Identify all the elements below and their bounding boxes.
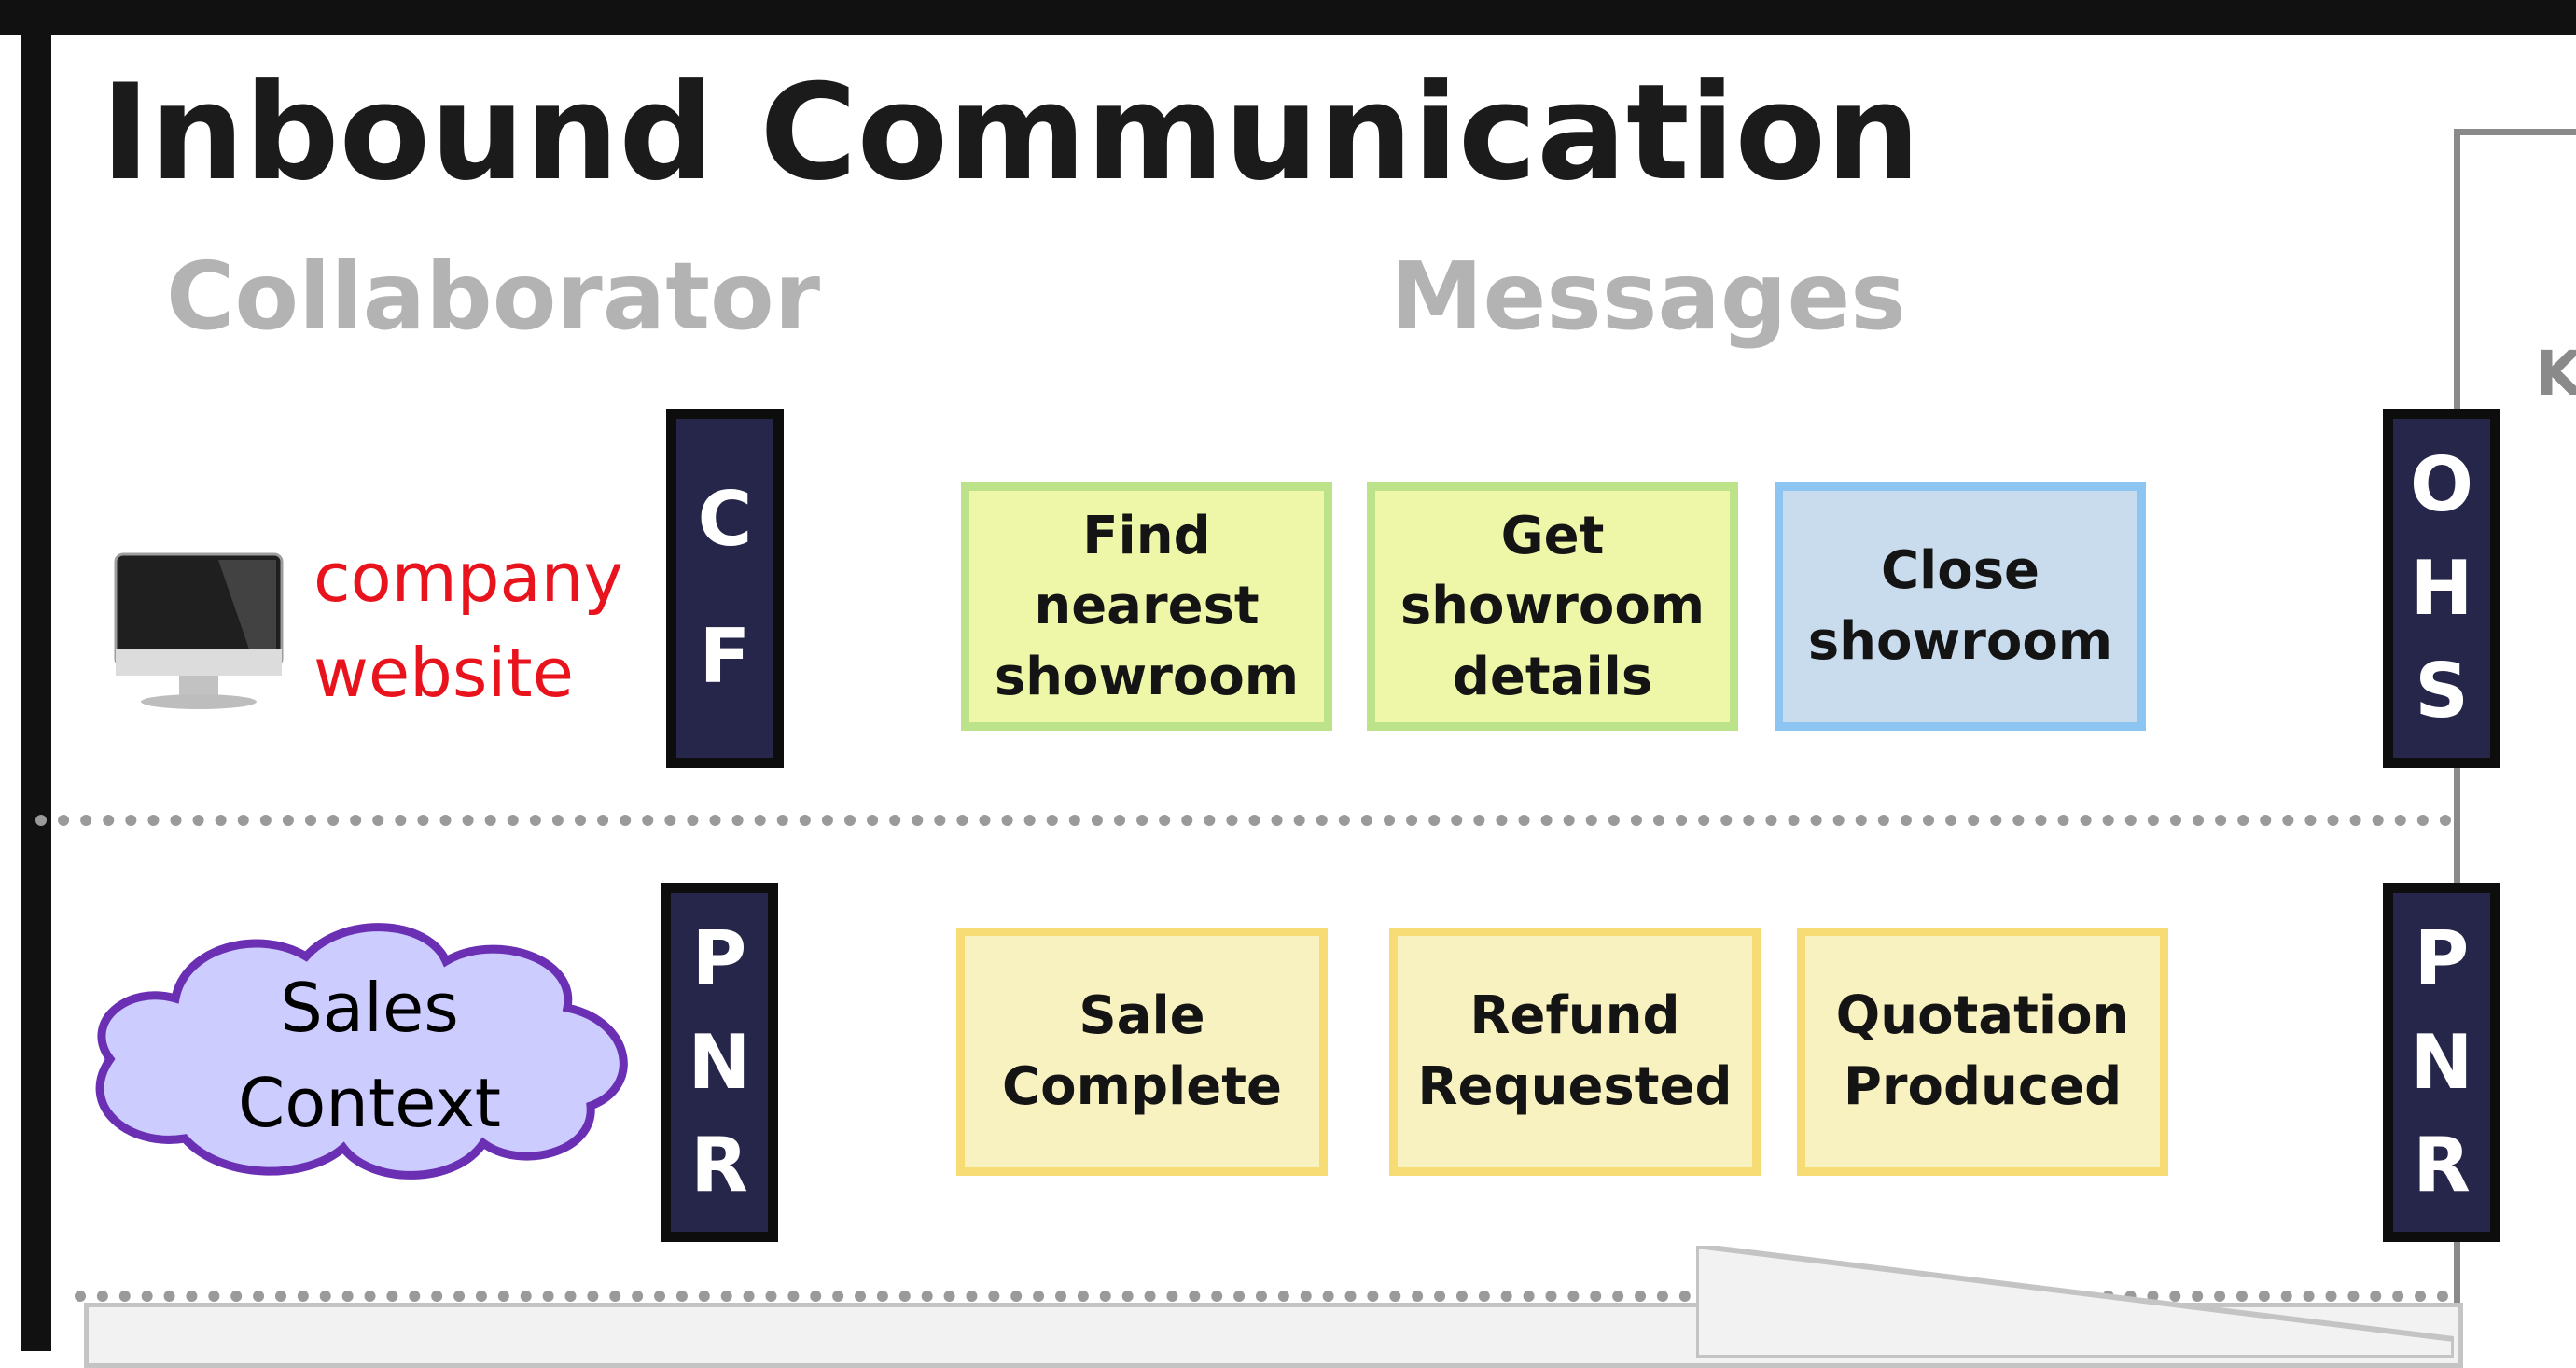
message-line: showroom [1807,611,2113,672]
pattern-letter: S [2415,648,2469,735]
message-line: details [1452,646,1653,707]
pattern-letter: N [688,1018,751,1106]
message-line: showroom [994,646,1300,707]
collaborator-label-website: company website [313,530,623,720]
pattern-letter: H [2410,544,2473,632]
message-card-query: Get showroom details [1367,482,1738,731]
message-line: Close [1880,540,2040,602]
message-card-query: Find nearest showroom [961,482,1332,731]
pattern-badge-cf: C F [666,409,784,768]
right-edge-letter: K [2535,338,2576,410]
connector-wedge [1696,1246,2454,1358]
message-line: Find nearest [1034,505,1260,637]
pattern-letter: N [2410,1018,2473,1106]
frame-top-border [0,0,2576,35]
message-card-event: Sale Complete [956,928,1328,1176]
pattern-letter: O [2409,440,2473,528]
message-line: Refund [1469,985,1680,1047]
pattern-letter: P [691,914,747,1002]
message-line: Get [1500,505,1605,566]
message-card-event: Quotation Produced [1797,928,2168,1176]
message-card-event: Refund Requested [1389,928,1761,1176]
collaborator-column-heading: Collaborator [166,242,821,351]
pattern-badge-ohs: O H S [2383,409,2500,768]
frame-left-border [21,0,51,1351]
right-frame-top-edge [2454,129,2576,135]
pattern-badge-pnr: P N R [661,883,778,1242]
computer-monitor-icon [114,552,284,709]
pattern-badge-pnr: P N R [2383,883,2500,1242]
message-line: Complete [1002,1056,1282,1117]
pattern-letter: C [697,475,753,563]
message-line: Quotation [1835,985,2130,1047]
pattern-letter: R [2413,1122,2471,1209]
message-card-command: Close showroom [1775,482,2146,731]
message-line: showroom [1399,576,1706,637]
messages-column-heading: Messages [1390,242,1906,351]
page-title: Inbound Communication [101,56,1921,210]
label-line: website [313,634,574,713]
row-divider [35,815,2452,826]
message-line: Sale [1079,985,1205,1047]
cloud-label-line: Sales [280,969,459,1047]
message-line: Requested [1417,1056,1733,1117]
cloud-label-line: Context [238,1064,501,1142]
cloud-icon: Sales Context [95,923,628,1180]
pattern-letter: P [2414,914,2470,1002]
label-line: company [313,538,623,617]
pattern-letter: R [690,1122,748,1209]
pattern-letter: F [699,613,751,701]
message-line: Produced [1843,1056,2123,1117]
